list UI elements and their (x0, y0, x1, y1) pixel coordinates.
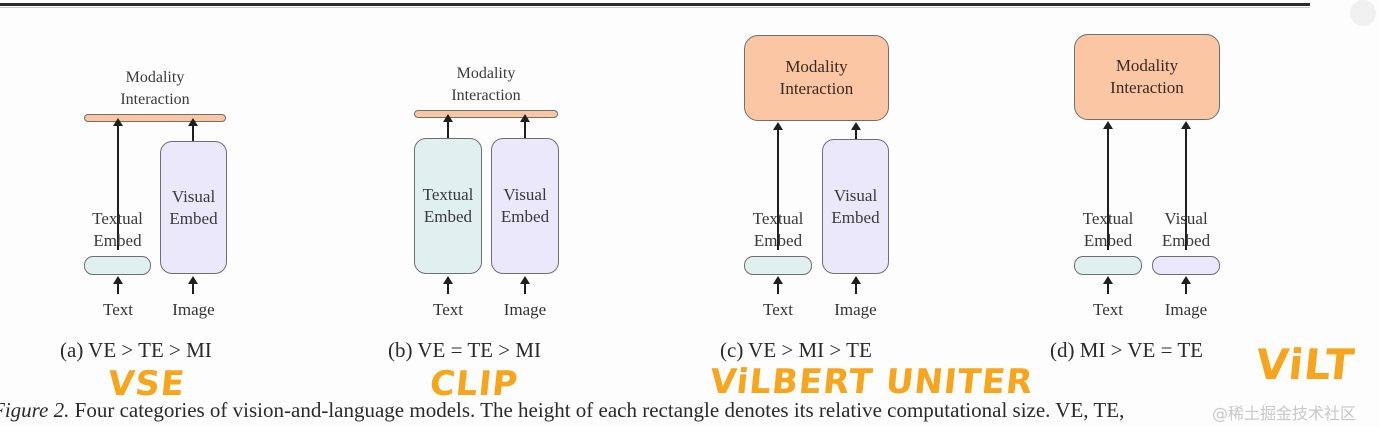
figure-caption-text: Four categories of vision-and-language m… (69, 398, 1125, 422)
textual-embed-pill (84, 256, 151, 275)
visual-embed-box: Visual Embed (822, 139, 889, 274)
textual-embed-box: Textual Embed (414, 138, 482, 274)
annotation-d: ViLT (1253, 340, 1358, 389)
arrow-icon (773, 276, 783, 294)
text-input-label: Text (763, 300, 793, 319)
textual-embed-pill (744, 256, 812, 275)
modality-interaction-bar (414, 110, 558, 118)
visual-embed-box: Visual Embed (160, 141, 227, 274)
subcaption-d: (d) MI > VE = TE (1050, 338, 1203, 362)
mi-label-line2: Interaction (779, 79, 854, 98)
top-rule-shadow (0, 7, 1310, 8)
arrow-icon (1181, 276, 1191, 294)
arrow-icon (851, 276, 861, 294)
visual-embed-pill (1152, 256, 1220, 275)
te-label-line2: Embed (93, 231, 142, 250)
text-input-label: Text (433, 300, 463, 319)
arrow-icon (113, 276, 123, 294)
mi-label-line1: Modality (785, 57, 848, 76)
text-input-label: Text (1093, 300, 1123, 319)
mi-label-line2: Interaction (120, 91, 190, 108)
ve-label-line1: Visual (833, 185, 878, 205)
ve-label-line1: Visual (503, 185, 547, 204)
modality-interaction-box: Modality Interaction (1074, 34, 1220, 120)
figure-label: Figure 2. (0, 398, 70, 422)
te-label-line2: Embed (1083, 231, 1133, 250)
te-label-line1: Textual (1082, 209, 1134, 228)
subcaption-c: (c) VE > MI > TE (720, 338, 872, 362)
subcaption-b: (b) VE = TE > MI (388, 338, 541, 362)
te-label-line1: Textual (92, 209, 143, 228)
te-label-line1: Textual (422, 185, 474, 204)
modality-interaction-bar (84, 114, 226, 122)
annotation-c: ViLBERT UNITER (707, 362, 1036, 402)
image-input-label: Image (1164, 300, 1208, 319)
arrow-icon (443, 114, 453, 138)
mi-label-line1: Modality (125, 69, 185, 86)
modality-interaction-box: Modality Interaction (744, 35, 889, 121)
text-input-label: Text (103, 300, 133, 319)
te-label-line2: Embed (753, 231, 803, 250)
textual-embed-pill (1074, 256, 1142, 275)
arrow-icon (520, 114, 530, 138)
image-input-label: Image (172, 300, 215, 319)
arrow-icon (188, 276, 198, 294)
image-input-label: Image (503, 300, 547, 319)
ve-label-line2: Embed (500, 207, 550, 226)
visual-embed-box: Visual Embed (491, 138, 559, 274)
arrow-icon (773, 122, 783, 250)
arrow-icon (1103, 276, 1113, 294)
ve-label-line1: Visual (1164, 209, 1208, 228)
arrow-icon (1181, 121, 1191, 250)
ve-label-line2: Embed (1161, 231, 1211, 250)
te-label-line1: Textual (752, 209, 804, 228)
image-input-label: Image (834, 300, 877, 319)
watermark: @稀土掘金技术社区 (1212, 404, 1357, 423)
arrow-icon (1103, 121, 1113, 250)
figure-caption: Figure 2. Four categories of vision-and-… (0, 398, 1124, 423)
mi-label-line2: Interaction (1110, 78, 1184, 97)
arrow-icon (851, 122, 861, 140)
ve-label-line1: Visual (171, 186, 216, 206)
te-label-line2: Embed (423, 207, 473, 226)
top-rule (0, 3, 1310, 6)
subcaption-a: (a) VE > TE > MI (60, 338, 212, 362)
ve-label-line2: Embed (831, 207, 880, 227)
mi-label-line1: Modality (456, 65, 516, 82)
mi-label-line1: Modality (1115, 56, 1179, 75)
arrow-icon (520, 276, 530, 294)
mi-label-line2: Interaction (451, 87, 521, 104)
corner-button-icon[interactable] (1350, 0, 1376, 26)
arrow-icon (113, 118, 123, 250)
arrow-icon (188, 118, 198, 141)
arrow-icon (443, 276, 453, 294)
ve-label-line2: Embed (169, 208, 218, 228)
